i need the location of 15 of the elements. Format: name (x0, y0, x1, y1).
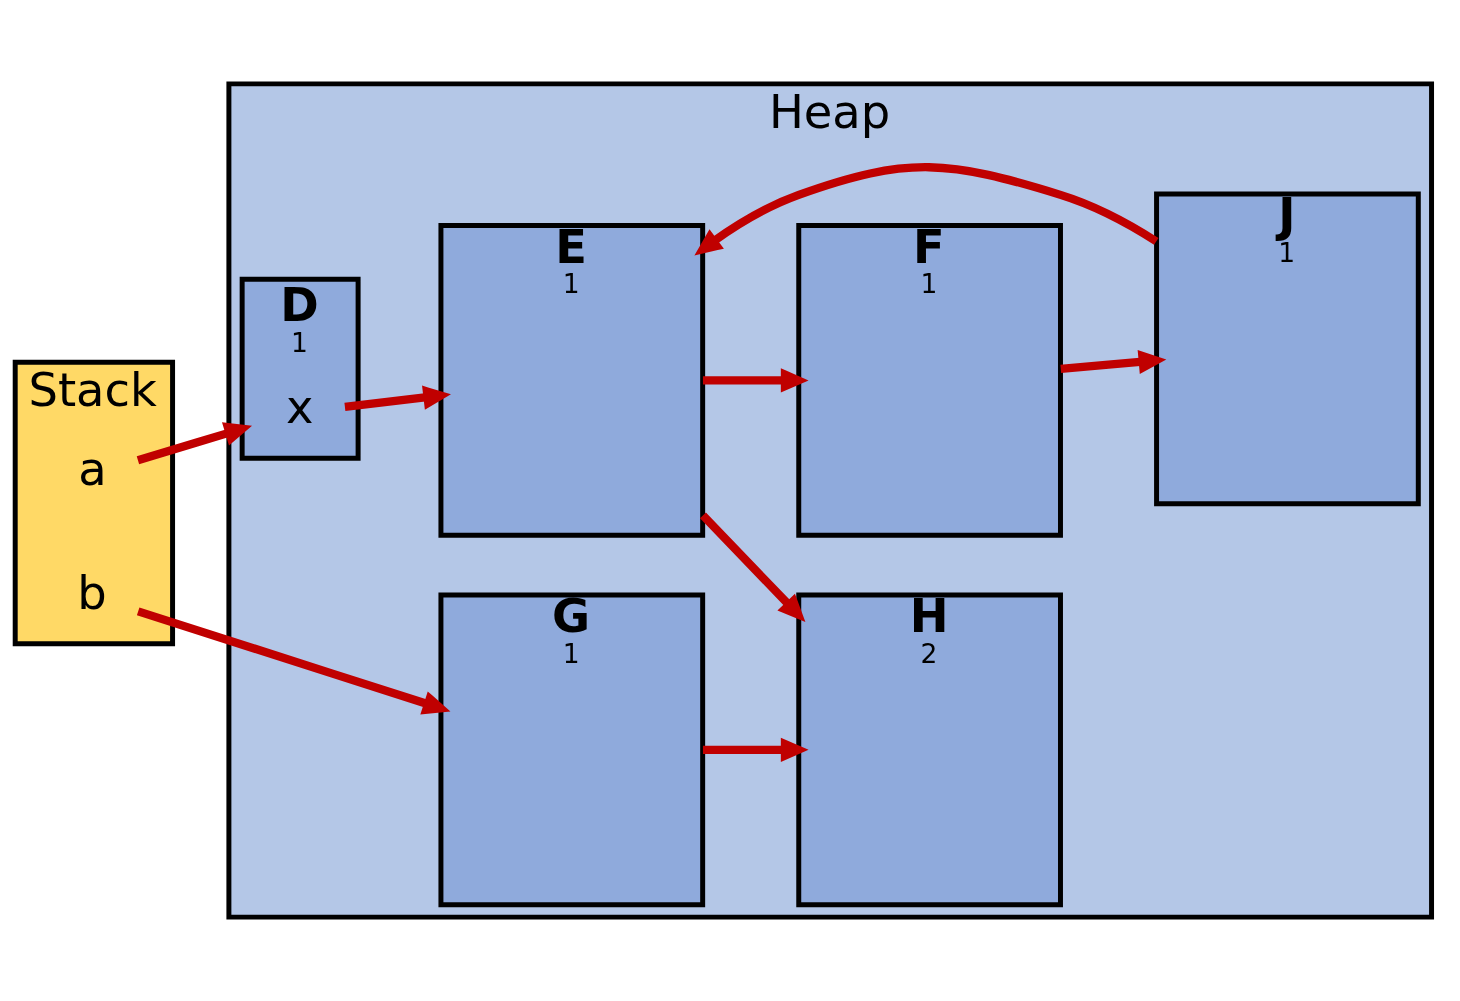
arrow (702, 368, 809, 393)
node-text: b (77, 565, 107, 620)
node-text: a (78, 441, 107, 496)
arrow (702, 737, 809, 762)
arrow (136, 607, 451, 715)
arrow (699, 512, 806, 623)
arrow (694, 163, 1159, 256)
node-box: J 1 (1154, 191, 1421, 507)
node-box: F 1 (796, 223, 1063, 538)
node-text: x (286, 380, 314, 435)
node-box: H 2 (796, 592, 1063, 908)
arrow (1060, 349, 1167, 375)
node-box: G 1 (438, 592, 706, 908)
arrow (344, 385, 451, 411)
node-box: E 1 (438, 223, 706, 538)
